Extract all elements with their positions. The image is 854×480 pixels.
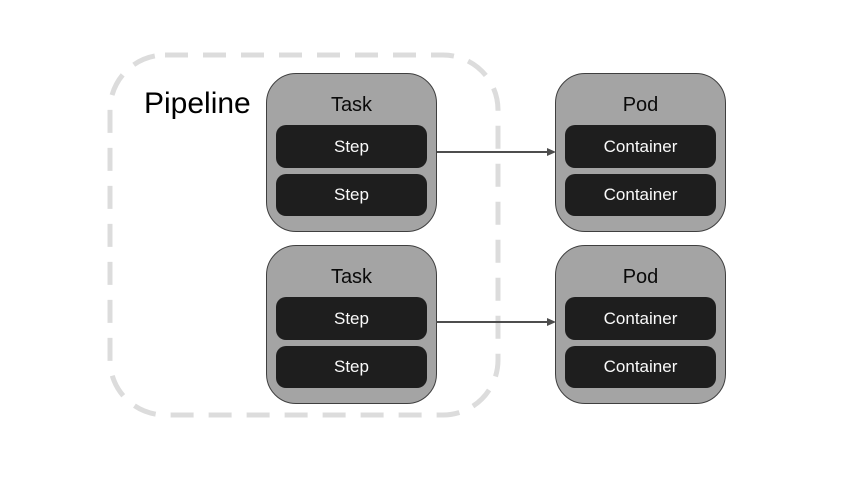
task-box-2: Task Step Step: [266, 245, 437, 404]
pipeline-label: Pipeline: [144, 87, 251, 120]
step-box: Step: [276, 125, 427, 168]
task-title: Task: [330, 94, 373, 117]
container-box: Container: [565, 297, 716, 340]
container-box: Container: [565, 345, 716, 388]
step-box: Step: [276, 345, 427, 388]
pod-title: Pod: [622, 266, 659, 289]
arrow-task2-to-pod2: [436, 318, 556, 325]
task-box-1: Task Step Step: [266, 73, 437, 232]
pod-box-1: Pod Container Container: [555, 73, 726, 232]
step-box: Step: [276, 173, 427, 216]
container-box: Container: [565, 125, 716, 168]
task-title: Task: [330, 266, 373, 289]
pipeline-dashed-border: [107, 52, 501, 418]
pod-box-2: Pod Container Container: [555, 245, 726, 404]
container-box: Container: [565, 173, 716, 216]
arrow-task1-to-pod1: [437, 148, 556, 155]
step-box: Step: [276, 297, 427, 340]
pod-title: Pod: [622, 94, 659, 117]
